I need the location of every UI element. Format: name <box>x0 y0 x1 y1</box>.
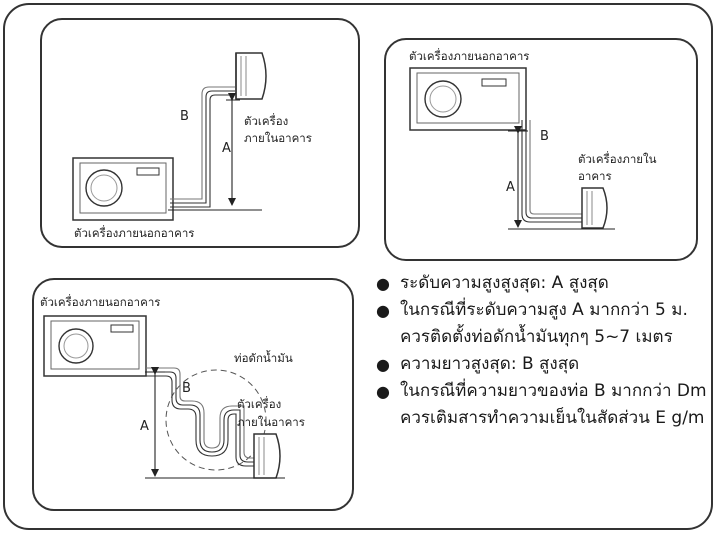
note-item: ● ในกรณีที่ระดับความสูง A มากกว่า 5 ม. คว… <box>372 297 712 351</box>
label-a: A <box>140 419 149 434</box>
oil-trap-highlight <box>165 369 267 471</box>
indoor-unit <box>253 433 281 479</box>
label-b: B <box>182 381 191 396</box>
refrigerant-pipe <box>146 367 258 467</box>
indoor-unit-label: ตัวเครื่องภายใน <box>578 151 657 166</box>
bullet-icon: ● <box>376 355 390 374</box>
outdoor-unit-label: ตัวเครื่องภายนอกอาคาร <box>409 48 529 63</box>
indoor-unit-label: ตัวเครื่อง <box>244 113 288 128</box>
outdoor-unit <box>409 67 527 131</box>
indoor-unit-label: ภายในอาคาร <box>244 131 312 145</box>
outdoor-unit-label: ตัวเครื่องภายนอกอาคาร <box>74 225 194 240</box>
label-a: A <box>506 180 515 195</box>
refrigerant-pipe <box>170 86 235 208</box>
note-text: ในกรณีที่ความยาวของท่อ B มากกว่า Dm ควรเ… <box>400 381 707 428</box>
bullet-icon: ● <box>376 382 390 401</box>
note-item: ● ระดับความสูงสูงสุด: A สูงสุด <box>372 270 712 297</box>
bullet-icon: ● <box>376 274 390 293</box>
note-text: ความยาวสูงสุด: B สูงสุด <box>400 354 580 374</box>
outdoor-unit-label: ตัวเครื่องภายนอกอาคาร <box>40 294 160 309</box>
note-text: ในกรณีที่ระดับความสูง A มากกว่า 5 ม. ควร… <box>400 300 688 347</box>
indoor-unit <box>581 187 608 229</box>
bullet-icon: ● <box>376 301 390 320</box>
outdoor-unit <box>43 315 147 377</box>
indoor-unit-label: อาคาร <box>578 169 612 183</box>
outdoor-unit <box>72 157 174 221</box>
indoor-unit <box>235 52 267 100</box>
label-b: B <box>180 109 189 124</box>
indoor-unit-label: ภายในอาคาร <box>237 415 305 429</box>
label-a: A <box>222 141 231 156</box>
note-item: ● ในกรณีที่ความยาวของท่อ B มากกว่า Dm ควร… <box>372 378 712 432</box>
installation-notes: ● ระดับความสูงสูงสุด: A สูงสุด ● ในกรณีที่… <box>372 270 712 432</box>
note-item: ● ความยาวสูงสุด: B สูงสุด <box>372 351 712 378</box>
note-text: ระดับความสูงสูงสุด: A สูงสุด <box>400 273 609 293</box>
refrigerant-pipe <box>521 120 582 223</box>
label-b: B <box>540 129 549 144</box>
height-dimension-a <box>508 126 615 230</box>
indoor-unit-label: ตัวเครื่อง <box>237 396 281 411</box>
height-dimension-a <box>145 367 285 479</box>
oil-trap-label: ท่อดักน้ำมัน <box>234 350 293 365</box>
height-dimension-a <box>168 93 262 211</box>
